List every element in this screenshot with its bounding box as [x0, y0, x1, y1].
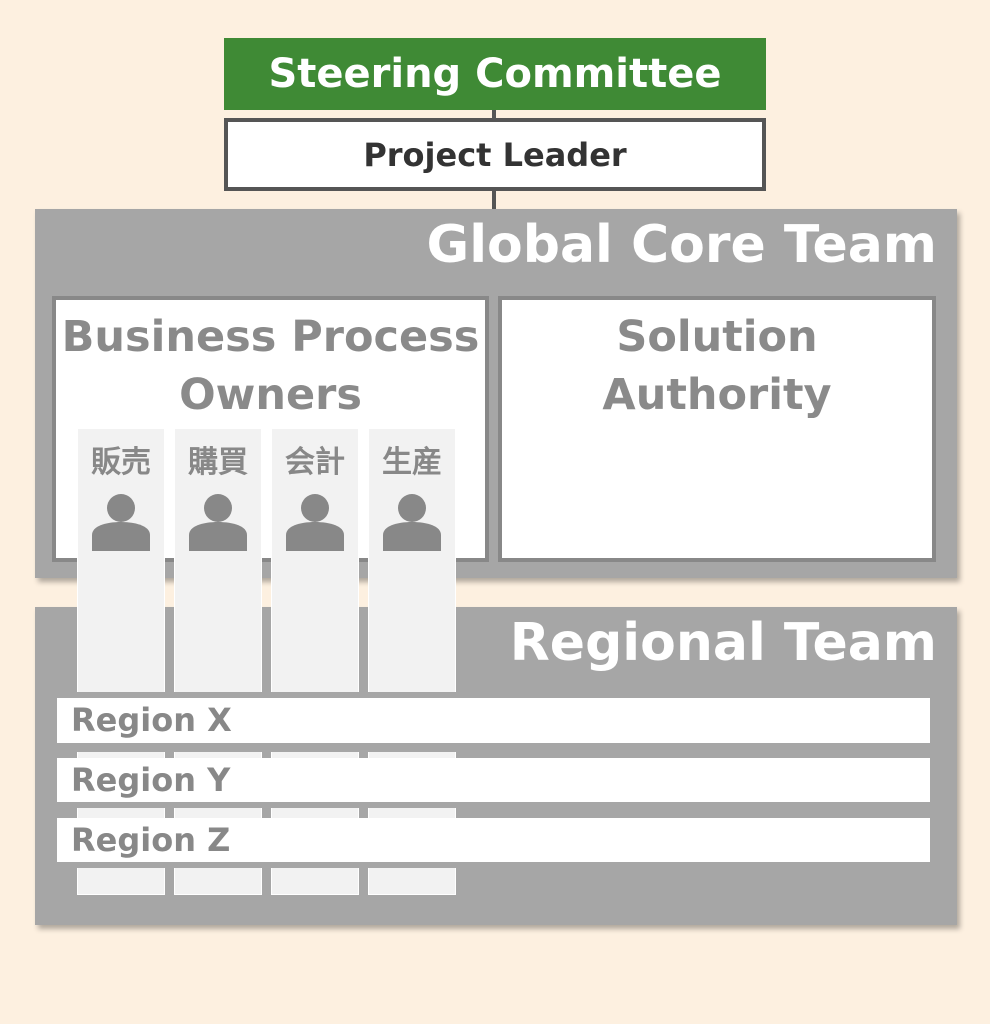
function-column-accounting: 会計	[271, 428, 359, 895]
steering-committee-box: Steering Committee	[224, 38, 766, 110]
regional-team-title: Regional Team	[509, 613, 937, 673]
person-icon	[92, 494, 150, 551]
divider	[57, 802, 930, 808]
global-core-team-title: Global Core Team	[426, 215, 937, 275]
function-label: 会計	[285, 445, 345, 480]
solution-authority-box: Solution Authority	[498, 296, 936, 562]
function-label: 販売	[91, 445, 151, 480]
project-leader-box: Project Leader	[224, 118, 766, 191]
divider	[57, 862, 930, 868]
region-gap	[57, 692, 930, 752]
function-label: 購買	[188, 445, 248, 480]
person-icon	[189, 494, 247, 551]
function-label: 生産	[382, 445, 442, 480]
region-x-row: Region X	[57, 698, 930, 743]
person-icon	[383, 494, 441, 551]
divider	[57, 743, 930, 749]
person-icon	[286, 494, 344, 551]
function-column-sales: 販売	[77, 428, 165, 895]
region-y-row: Region Y	[57, 758, 930, 803]
region-z-row: Region Z	[57, 818, 930, 863]
function-column-purchasing: 購買	[174, 428, 262, 895]
function-column-production: 生産	[368, 428, 456, 895]
